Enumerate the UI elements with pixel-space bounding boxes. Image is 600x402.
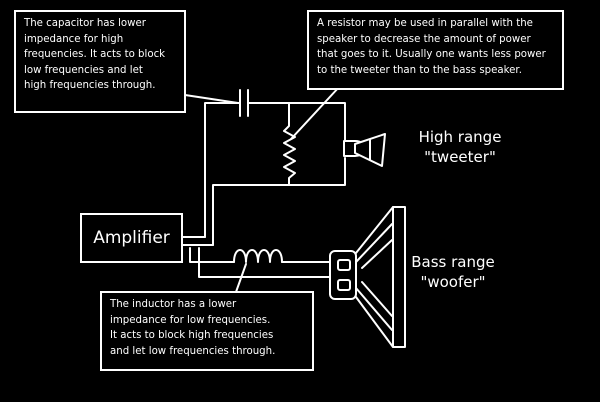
amplifier-label: Amplifier [93, 228, 170, 248]
inductor-leader [235, 263, 247, 293]
woofer-label: Bass range "woofer" [398, 252, 508, 292]
capacitor-leader [184, 94, 239, 104]
wire-top-left [204, 102, 241, 238]
inductor-coil [233, 249, 283, 263]
resistor-note: A resistor may be used in parallel with … [307, 10, 564, 90]
wire-inductor-in [189, 247, 235, 263]
wire-tweeter-return [212, 157, 346, 246]
woofer-magnet [329, 250, 357, 300]
capacitor-note: The capacitor has lower impedance for hi… [14, 10, 186, 113]
woofer-label-line1: Bass range [411, 253, 495, 271]
wire-resistor [283, 102, 296, 186]
tweeter-label-line1: High range [418, 128, 502, 146]
tweeter-label-line2: "tweeter" [424, 148, 496, 166]
woofer-cone [355, 206, 406, 348]
inductor-note: The inductor has a lower impedance for l… [100, 291, 314, 371]
resistor-leader [290, 85, 341, 140]
woofer-label-line2: "woofer" [420, 273, 486, 291]
wire-woofer-return [198, 247, 331, 278]
tweeter-label: High range "tweeter" [395, 127, 525, 167]
wire-top-right [247, 102, 346, 143]
amplifier-box: Amplifier [80, 213, 183, 263]
